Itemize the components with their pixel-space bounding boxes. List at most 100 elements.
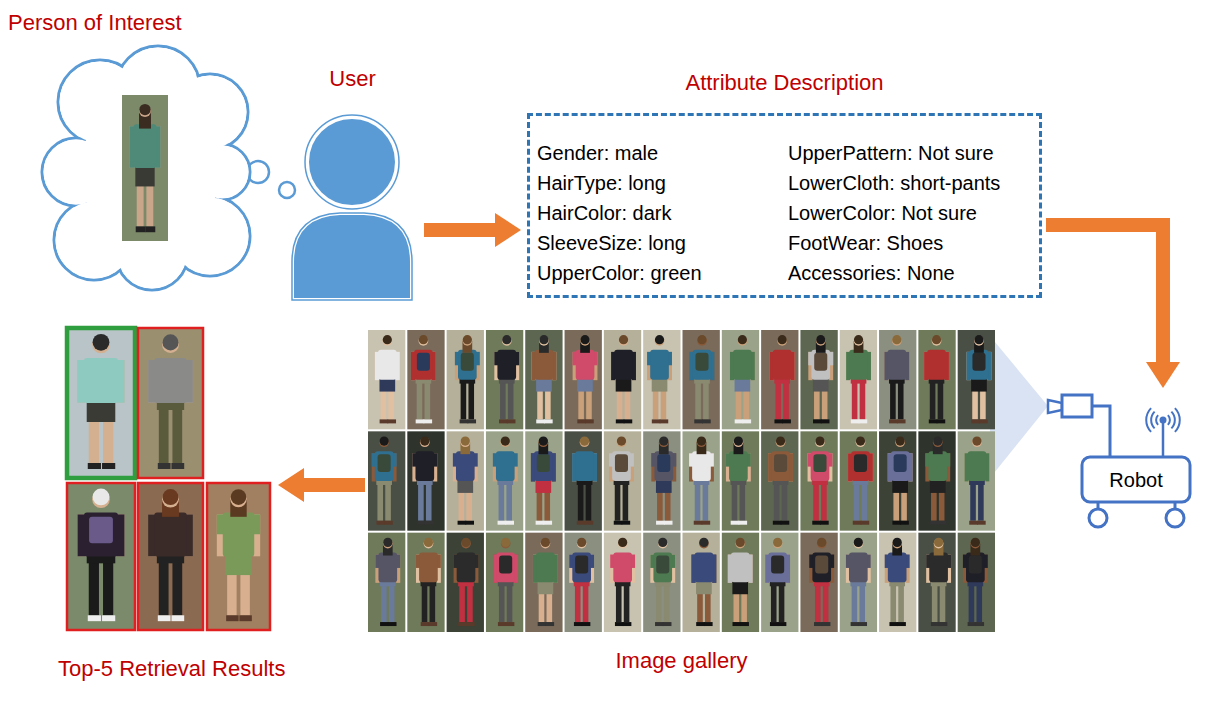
lower-cloth	[652, 378, 668, 392]
shoe	[505, 521, 514, 525]
head	[815, 437, 825, 447]
head	[892, 336, 902, 346]
head	[539, 336, 549, 346]
arrow-shaft	[302, 478, 365, 492]
result-frame	[138, 483, 203, 630]
leg	[508, 378, 514, 420]
shoe	[158, 615, 171, 621]
attribute-box: Attribute DescriptionGender: maleHairTyp…	[527, 113, 1042, 298]
shoe	[145, 226, 155, 232]
upper-cloth	[154, 512, 187, 556]
leg	[377, 479, 383, 521]
shoe	[731, 521, 740, 525]
lower-cloth	[735, 378, 751, 392]
attribute-item: FootWear: Shoes	[788, 228, 943, 258]
leg	[852, 378, 858, 420]
hair	[817, 538, 826, 547]
head	[500, 437, 510, 447]
leg	[695, 378, 701, 420]
leg	[656, 580, 662, 622]
head	[892, 539, 902, 549]
person-photo	[722, 431, 759, 530]
hair	[577, 538, 586, 547]
lower-cloth	[536, 479, 552, 493]
photo-background	[840, 330, 877, 429]
robot-body	[1082, 457, 1190, 502]
upper-cloth	[927, 350, 946, 380]
photo-background	[368, 431, 405, 530]
arm	[78, 360, 85, 403]
head	[699, 539, 709, 549]
hair	[816, 335, 825, 344]
photo-background	[958, 533, 995, 632]
hair	[93, 334, 110, 351]
shoe	[498, 521, 507, 525]
arm	[186, 360, 193, 403]
sleeve	[217, 514, 224, 534]
shoe	[421, 622, 430, 626]
upper-cloth	[650, 350, 669, 380]
backpack	[417, 353, 430, 371]
backpack	[814, 353, 827, 371]
head	[734, 437, 744, 447]
head	[932, 336, 942, 346]
leg	[616, 580, 622, 622]
leg	[860, 378, 866, 420]
shoe	[939, 622, 948, 626]
shoe	[892, 521, 901, 525]
photo-background	[643, 431, 680, 530]
attribute-item: UpperColor: green	[537, 258, 702, 288]
upper-cloth	[458, 350, 477, 380]
photo-background	[722, 330, 759, 429]
image-gallery-drawing	[368, 330, 995, 632]
photo-background	[643, 330, 680, 429]
thought-cloud: Person of Interest	[50, 8, 250, 290]
retrieval-results: Top-5 Retrieval Results	[64, 325, 274, 633]
person-photo	[525, 330, 562, 429]
photo-background	[918, 533, 955, 632]
upper-cloth	[496, 451, 515, 481]
shoe	[781, 521, 790, 525]
shoe	[859, 419, 868, 423]
backpack	[378, 454, 391, 472]
photo-background	[958, 431, 995, 530]
shoe	[851, 622, 860, 626]
photo-background	[722, 533, 759, 632]
leg	[507, 580, 513, 622]
photo-background	[761, 533, 798, 632]
person-photo	[525, 431, 562, 530]
person-photo	[67, 483, 135, 630]
flow-arrow	[278, 468, 365, 502]
leg	[732, 479, 738, 521]
camera-lens	[1048, 400, 1062, 413]
leg	[782, 479, 788, 521]
upper-cloth	[414, 350, 433, 380]
shoe	[930, 521, 939, 525]
hair	[93, 489, 110, 506]
upper-cloth	[536, 553, 555, 583]
shoe	[694, 419, 703, 423]
photo-background	[67, 328, 135, 478]
shoe	[466, 622, 475, 626]
person-photo	[683, 533, 720, 632]
leg	[89, 555, 99, 616]
hair	[738, 335, 747, 344]
hair	[934, 538, 943, 547]
head	[577, 539, 587, 549]
hair	[380, 436, 389, 445]
sleeve	[117, 360, 124, 403]
upper-cloth	[849, 350, 868, 380]
person-photo	[918, 533, 955, 632]
hair	[776, 436, 785, 445]
upper-cloth	[613, 553, 632, 583]
photo-background	[138, 483, 203, 630]
gallery-caption: Image gallery	[615, 648, 747, 674]
upper-cloth	[572, 553, 591, 583]
upper-cloth	[768, 553, 787, 583]
shoe	[577, 521, 586, 525]
photo-background	[958, 330, 995, 429]
head	[856, 437, 866, 447]
head	[462, 336, 472, 346]
hair	[580, 335, 589, 344]
shoe	[507, 419, 516, 423]
